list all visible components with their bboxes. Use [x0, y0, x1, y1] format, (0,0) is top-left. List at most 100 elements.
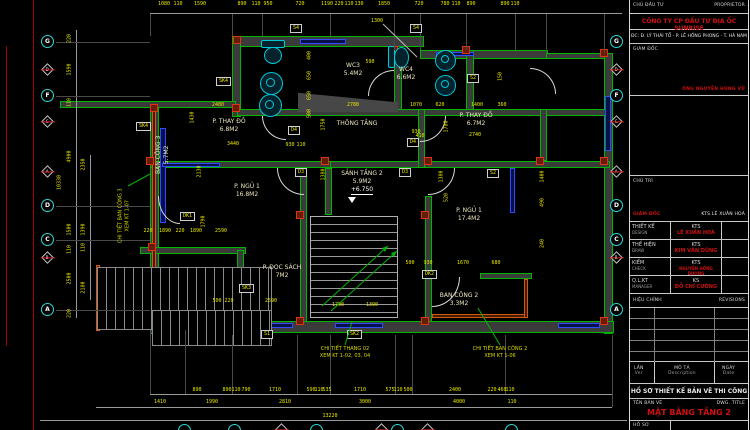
dim-label: 1400 [470, 102, 484, 108]
chief-name: KTS.LÊ XUÂN HOÀ [701, 212, 745, 217]
chief-label: CHỦ TRÌ [633, 179, 653, 184]
dim-label: 240 [539, 238, 546, 249]
window [300, 39, 346, 44]
column [150, 104, 158, 112]
dim-label: 1790 [331, 302, 345, 308]
wall-segment [480, 273, 532, 279]
grid-bubble-diamond: A [40, 165, 55, 178]
dim-label: 220 [224, 298, 234, 304]
dim-label: 1590 [193, 1, 207, 7]
tag-box: DK2 [422, 270, 438, 279]
toilet-fixture [264, 47, 282, 64]
extension-line [56, 206, 150, 207]
drawing-title: MẶT BẰNG TẦNG 2 [647, 408, 731, 417]
grid-bubble: D [610, 199, 623, 212]
extension-line [56, 42, 150, 43]
dim-label: 13220 [322, 413, 338, 419]
dim-label: 110 [173, 1, 183, 7]
dim-label: 3000 [358, 399, 372, 405]
tag-box: D4 [407, 138, 420, 147]
director-label: GIÁM ĐỐC [633, 47, 658, 52]
dim-label: 2590 [214, 228, 228, 234]
column [600, 317, 608, 325]
note-line2: XEM KT 1-07 [124, 200, 130, 232]
dim-label: 535 [322, 387, 332, 393]
role-sub: CHECK [632, 266, 646, 271]
dim-label: 1890 [189, 228, 203, 234]
dim-label: 110 [66, 244, 73, 255]
dim-label: 220 [334, 1, 344, 7]
tag-box: D3 [295, 168, 308, 177]
grid-bubble-diamond: D [40, 63, 55, 76]
dim-label: 2130 [196, 165, 203, 178]
grid-bubble-diamond [420, 423, 435, 430]
dim-label: 890 [222, 387, 232, 393]
dim-label: 220 [66, 33, 73, 44]
grid-bubble-diamond: C [40, 115, 55, 128]
window [605, 96, 611, 151]
column [296, 317, 304, 325]
dim-label: 2780 [346, 102, 360, 108]
grid-bubble: G [41, 35, 54, 48]
dim-label: 720 [414, 1, 424, 7]
grid-bubble [310, 424, 323, 430]
dim-label: 780 [440, 1, 450, 7]
dim-label: 220 [143, 228, 153, 234]
dim-line [76, 30, 77, 318]
dim-label: 1670 [456, 260, 470, 266]
role-title: KTS [691, 260, 701, 266]
extension-line [466, 14, 467, 50]
role-title: KTS [691, 242, 701, 248]
col-mota-label: MÔ TẢ [674, 366, 690, 371]
dim-label: 130 [354, 1, 364, 7]
address-row: ĐC: Đ. LÝ THÁI TỔ - P. LÊ HỒNG PHONG - T… [630, 30, 748, 44]
tag-box: S1 [261, 330, 274, 339]
dim-label: 930 [411, 129, 421, 135]
chief-box: CHỦ TRÌ GIÁM ĐỐC KTS.LÊ XUÂN HOÀ [630, 176, 748, 222]
extension-line [232, 335, 233, 394]
dim-label: 1410 [153, 399, 167, 405]
dim-label: 2180 [80, 281, 87, 294]
chief-role: GIÁM ĐỐC [633, 212, 661, 217]
column [600, 157, 608, 165]
dim-label: 220 [175, 228, 185, 234]
extension-line [56, 240, 150, 241]
dim-label: 2480 [211, 102, 225, 108]
revisions-label: HIỆU CHỈNH [633, 298, 662, 303]
title-block: CHỦ ĐẦU TƯ PROPRIETOR CÔNG TY CP ĐẦU TƯ … [629, 0, 749, 430]
note-leader-line [127, 173, 151, 187]
dim-label: 1390 [365, 302, 379, 308]
grid-bubble-diamond [374, 423, 389, 430]
col-lan-label: LẦN [634, 366, 644, 371]
grid-bubble [178, 424, 191, 430]
dim-label: 890 [466, 1, 476, 7]
wall-segment [546, 53, 608, 59]
grid-bubble: C [610, 233, 623, 246]
wall-segment [140, 247, 246, 254]
column [424, 157, 432, 165]
dim-label: 1070 [409, 102, 423, 108]
extension-line [515, 14, 516, 50]
hoso-row: HỒ SƠ [630, 421, 748, 430]
dim-label: 720 [295, 1, 305, 7]
dim-label: 110 [393, 387, 403, 393]
extension-line [150, 330, 151, 394]
tag-box: S4 [290, 24, 303, 33]
window [162, 163, 220, 167]
grid-bubble: C [41, 233, 54, 246]
note-line1: CHI TIẾT BAN CÔNG 2 [472, 346, 528, 352]
dim-label: 110 [296, 142, 306, 148]
dim-label: 2350 [80, 158, 87, 171]
room-area: 6.6M2 [396, 73, 416, 81]
extension-line [330, 14, 331, 36]
room-name: THÔNG TẦNG [336, 120, 378, 127]
room-name: P. NGỦ 1 [456, 207, 482, 214]
extension-line [546, 14, 547, 53]
dim-label: 1080 [157, 1, 171, 7]
